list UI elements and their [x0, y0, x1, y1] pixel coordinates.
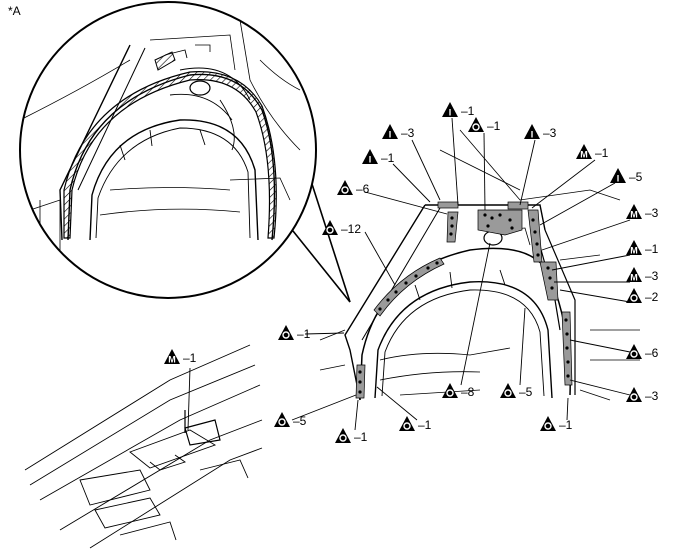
callout-i-5: I –5 — [610, 168, 643, 184]
circle-mark-icon — [282, 331, 290, 339]
callout-label: –6 — [356, 182, 370, 196]
callout-label: –3 — [645, 269, 659, 283]
figure-tag: *A — [8, 4, 21, 18]
callout-label: –1 — [645, 242, 659, 256]
circle-mark-icon — [341, 186, 349, 194]
callout-m-3: M –3 — [626, 204, 659, 220]
circle-mark-icon — [472, 123, 480, 131]
circle-mark-icon — [630, 294, 638, 302]
callout-o-1: –1 — [335, 428, 368, 444]
zoom-bubble — [19, 1, 351, 303]
callout-label: –12 — [341, 222, 361, 236]
callout-label: –1 — [183, 351, 197, 365]
callout-label: –1 — [487, 119, 501, 133]
weld-symbol-triangle-icon — [164, 349, 180, 364]
weld-symbol-triangle-icon — [576, 144, 592, 159]
callout-o-3: –3 — [626, 387, 659, 403]
callout-i-1: I –1 — [442, 102, 475, 118]
callout-label: –3 — [645, 389, 659, 403]
weld-symbol-triangle-icon — [362, 149, 378, 164]
weld-symbol-triangle-icon — [626, 204, 642, 219]
circle-mark-icon — [278, 418, 286, 426]
symbol-letter: M — [168, 355, 176, 365]
callout-label: –3 — [543, 126, 557, 140]
weld-symbol-triangle-icon — [610, 168, 626, 183]
weld-symbol-triangle-icon — [442, 102, 458, 117]
callout-label: –3 — [401, 126, 415, 140]
callout-label: –1 — [354, 430, 368, 444]
callout-o-12: –12 — [322, 220, 361, 236]
callout-m-1: M –1 — [164, 349, 197, 365]
circle-mark-icon — [630, 393, 638, 401]
callout-o-1: –1 — [468, 117, 501, 133]
weld-symbol-triangle-icon — [382, 124, 398, 139]
callout-m-1: M –1 — [576, 144, 609, 160]
callout-o-5: –5 — [500, 383, 533, 399]
symbol-letter: I — [449, 108, 452, 118]
circle-mark-icon — [544, 422, 552, 430]
callout-o-1: –1 — [278, 325, 311, 341]
callout-label: –6 — [645, 346, 659, 360]
circle-mark-icon — [630, 350, 638, 358]
circle-mark-icon — [504, 389, 512, 397]
symbol-letter: I — [531, 130, 534, 140]
symbol-letter: I — [617, 174, 620, 184]
callout-label: –1 — [381, 151, 395, 165]
callout-o-8: –8 — [442, 383, 475, 399]
symbol-letter: M — [630, 246, 638, 256]
callout-o-6: –6 — [626, 344, 659, 360]
callout-i-3: I –3 — [524, 124, 557, 140]
callout-o-2: –2 — [626, 288, 659, 304]
symbol-letter: I — [369, 155, 372, 165]
callout-label: –1 — [595, 146, 609, 160]
main-wheelhouse — [319, 129, 640, 401]
circle-mark-icon — [339, 434, 347, 442]
callout-o-6: –6 — [337, 180, 370, 196]
weld-symbol-triangle-icon — [626, 240, 642, 255]
callout-label: –8 — [461, 385, 475, 399]
circle-mark-icon — [446, 389, 454, 397]
symbol-letter: M — [630, 210, 638, 220]
callout-label: –2 — [645, 290, 659, 304]
callout-label: –1 — [559, 418, 573, 432]
weld-symbol-triangle-icon — [626, 267, 642, 282]
callout-label: –1 — [297, 327, 311, 341]
symbol-letter: M — [580, 150, 588, 160]
callout-o-5: –5 — [274, 412, 307, 428]
callout-label: –5 — [293, 414, 307, 428]
callout-i-3: I –3 — [382, 124, 415, 140]
overview-sketch — [24, 344, 263, 549]
symbol-letter: M — [630, 273, 638, 283]
symbol-letter: I — [389, 130, 392, 140]
callout-label: –3 — [645, 206, 659, 220]
callout-o-1: –1 — [399, 416, 432, 432]
callout-label: –1 — [418, 418, 432, 432]
callout-label: –5 — [629, 170, 643, 184]
callout-m-3: M –3 — [626, 267, 659, 283]
callout-label: –1 — [461, 104, 475, 118]
callout-label: –5 — [519, 385, 533, 399]
weld-symbol-triangle-icon — [524, 124, 540, 139]
leader-lines — [187, 117, 631, 431]
callout-o-1: –1 — [540, 416, 573, 432]
circle-mark-icon — [326, 226, 334, 234]
callout-i-1: I –1 — [362, 149, 395, 165]
circle-mark-icon — [403, 422, 411, 430]
callout-m-1: M –1 — [626, 240, 659, 256]
